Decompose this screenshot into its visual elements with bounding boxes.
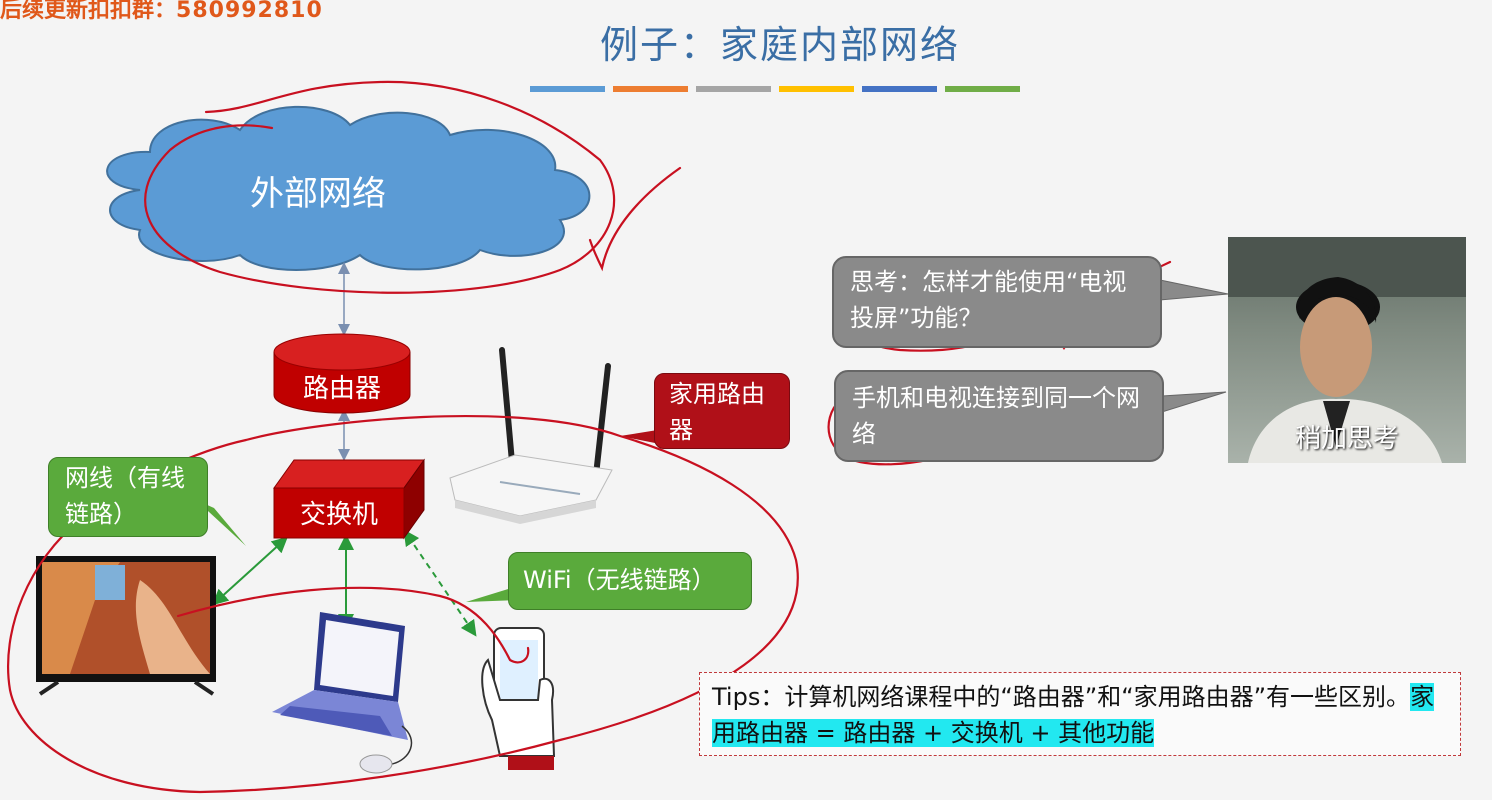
wifi-router-icon — [449, 347, 613, 524]
title-bar-5 — [862, 86, 937, 92]
cloud-label: 外部网络 — [250, 174, 386, 214]
wifi-callout-tail — [466, 586, 518, 602]
person-photo: 稍加思考 — [1228, 237, 1466, 463]
external-network-cloud — [106, 105, 591, 271]
switch-label: 交换机 — [299, 500, 378, 530]
router-label: 路由器 — [302, 374, 381, 404]
title-color-bars — [530, 86, 1020, 92]
switch-phone-wifi-link — [403, 529, 477, 637]
think-bubble-1-tail — [1159, 279, 1229, 301]
watermark: 后续更新扣扣群：580992810 — [0, 0, 323, 23]
router-cylinder — [273, 333, 411, 414]
title-bar-3 — [696, 86, 771, 92]
title-bar-4 — [779, 86, 854, 92]
think-bubble-question: 思考：怎样才能使用“电视投屏”功能？ — [832, 256, 1162, 348]
home-router-callout: 家用路由器 — [654, 373, 790, 449]
title-bar-6 — [945, 86, 1020, 92]
switch-tv-link — [212, 536, 288, 606]
think-bubble-answer: 手机和电视连接到同一个网络 — [834, 370, 1164, 462]
laptop-icon — [272, 612, 413, 774]
cable-callout: 网线（有线链路） — [48, 457, 208, 537]
meme-caption: 稍加思考 — [1294, 424, 1399, 454]
person-silhouette — [1228, 237, 1466, 463]
title-bar-1 — [530, 86, 605, 92]
page-title: 例子：家庭内部网络 — [599, 23, 960, 67]
title-bar-2 — [613, 86, 688, 92]
phone-icon — [481, 627, 556, 770]
tips-box: Tips：计算机网络课程中的“路由器”和“家用路由器”有一些区别。家用路由器 =… — [699, 672, 1461, 756]
think-bubble-2-tail — [1161, 391, 1227, 413]
tips-text: Tips：计算机网络课程中的“路由器”和“家用路由器”有一些区别。 — [712, 683, 1411, 711]
cable-callout-tail — [196, 500, 246, 546]
switch-box — [273, 458, 425, 540]
wifi-callout: WiFi（无线链路） — [508, 552, 752, 610]
tv-icon — [36, 556, 216, 696]
